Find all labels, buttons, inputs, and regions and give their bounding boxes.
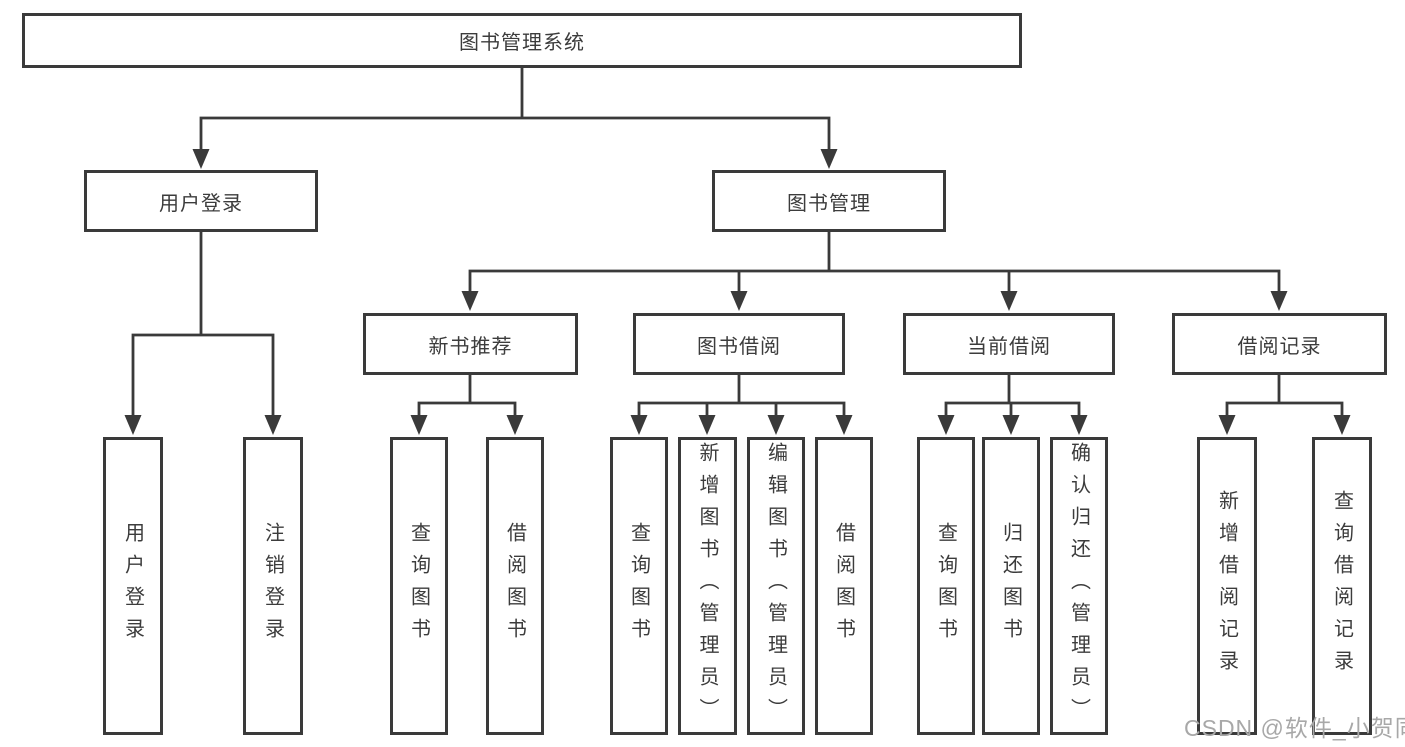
leaf-borrow-edit-admin: 编辑图书（管理员）: [747, 437, 805, 735]
node-library-system: 图书管理系统: [22, 13, 1022, 68]
node-label: 查询图书: [407, 522, 430, 650]
node-label: 新增图书（管理员）: [696, 442, 718, 730]
leaf-newbooks-borrow: 借阅图书: [486, 437, 544, 735]
node-label: 新增借阅记录: [1215, 490, 1238, 682]
node-book-management: 图书管理: [712, 170, 946, 232]
leaf-current-return: 归还图书: [982, 437, 1040, 735]
node-label: 编辑图书（管理员）: [764, 442, 787, 730]
leaf-borrow-borrow: 借阅图书: [815, 437, 873, 735]
leaf-borrow-query: 查询图书: [610, 437, 668, 735]
node-label: 用户登录: [121, 522, 144, 650]
leaf-records-query: 查询借阅记录: [1312, 437, 1372, 735]
node-label: 新书推荐: [428, 335, 513, 358]
node-book-borrow: 图书借阅: [633, 313, 845, 375]
node-label: 用户登录: [159, 192, 243, 215]
node-label: 图书借阅: [697, 335, 781, 358]
leaf-records-add: 新增借阅记录: [1197, 437, 1257, 735]
leaf-current-confirm-admin: 确认归还（管理员）: [1050, 437, 1108, 735]
node-new-book-recommend: 新书推荐: [363, 313, 578, 375]
node-label: 归还图书: [999, 522, 1022, 650]
node-label: 借阅图书: [503, 522, 526, 650]
leaf-borrow-add-admin: 新增图书（管理员）: [678, 437, 737, 735]
node-borrow-records: 借阅记录: [1172, 313, 1387, 375]
node-label: 图书管理系统: [459, 32, 585, 54]
leaf-newbooks-query: 查询图书: [390, 437, 448, 735]
node-user-login: 用户登录: [84, 170, 318, 232]
node-label: 查询图书: [934, 522, 957, 650]
leaf-logout: 注销登录: [243, 437, 303, 735]
leaf-user-login: 用户登录: [103, 437, 163, 735]
node-label: 查询借阅记录: [1330, 490, 1353, 682]
node-label: 当前借阅: [967, 335, 1051, 358]
leaf-current-query: 查询图书: [917, 437, 975, 735]
node-label: 注销登录: [261, 522, 284, 650]
node-label: 查询图书: [627, 522, 650, 650]
node-current-borrow: 当前借阅: [903, 313, 1115, 375]
node-label: 确认归还（管理员）: [1067, 442, 1090, 730]
node-label: 借阅图书: [832, 522, 855, 650]
node-label: 图书管理: [787, 192, 871, 215]
node-label: 借阅记录: [1237, 335, 1322, 358]
watermark-text: CSDN @软件_小贺同学: [1184, 715, 1405, 741]
